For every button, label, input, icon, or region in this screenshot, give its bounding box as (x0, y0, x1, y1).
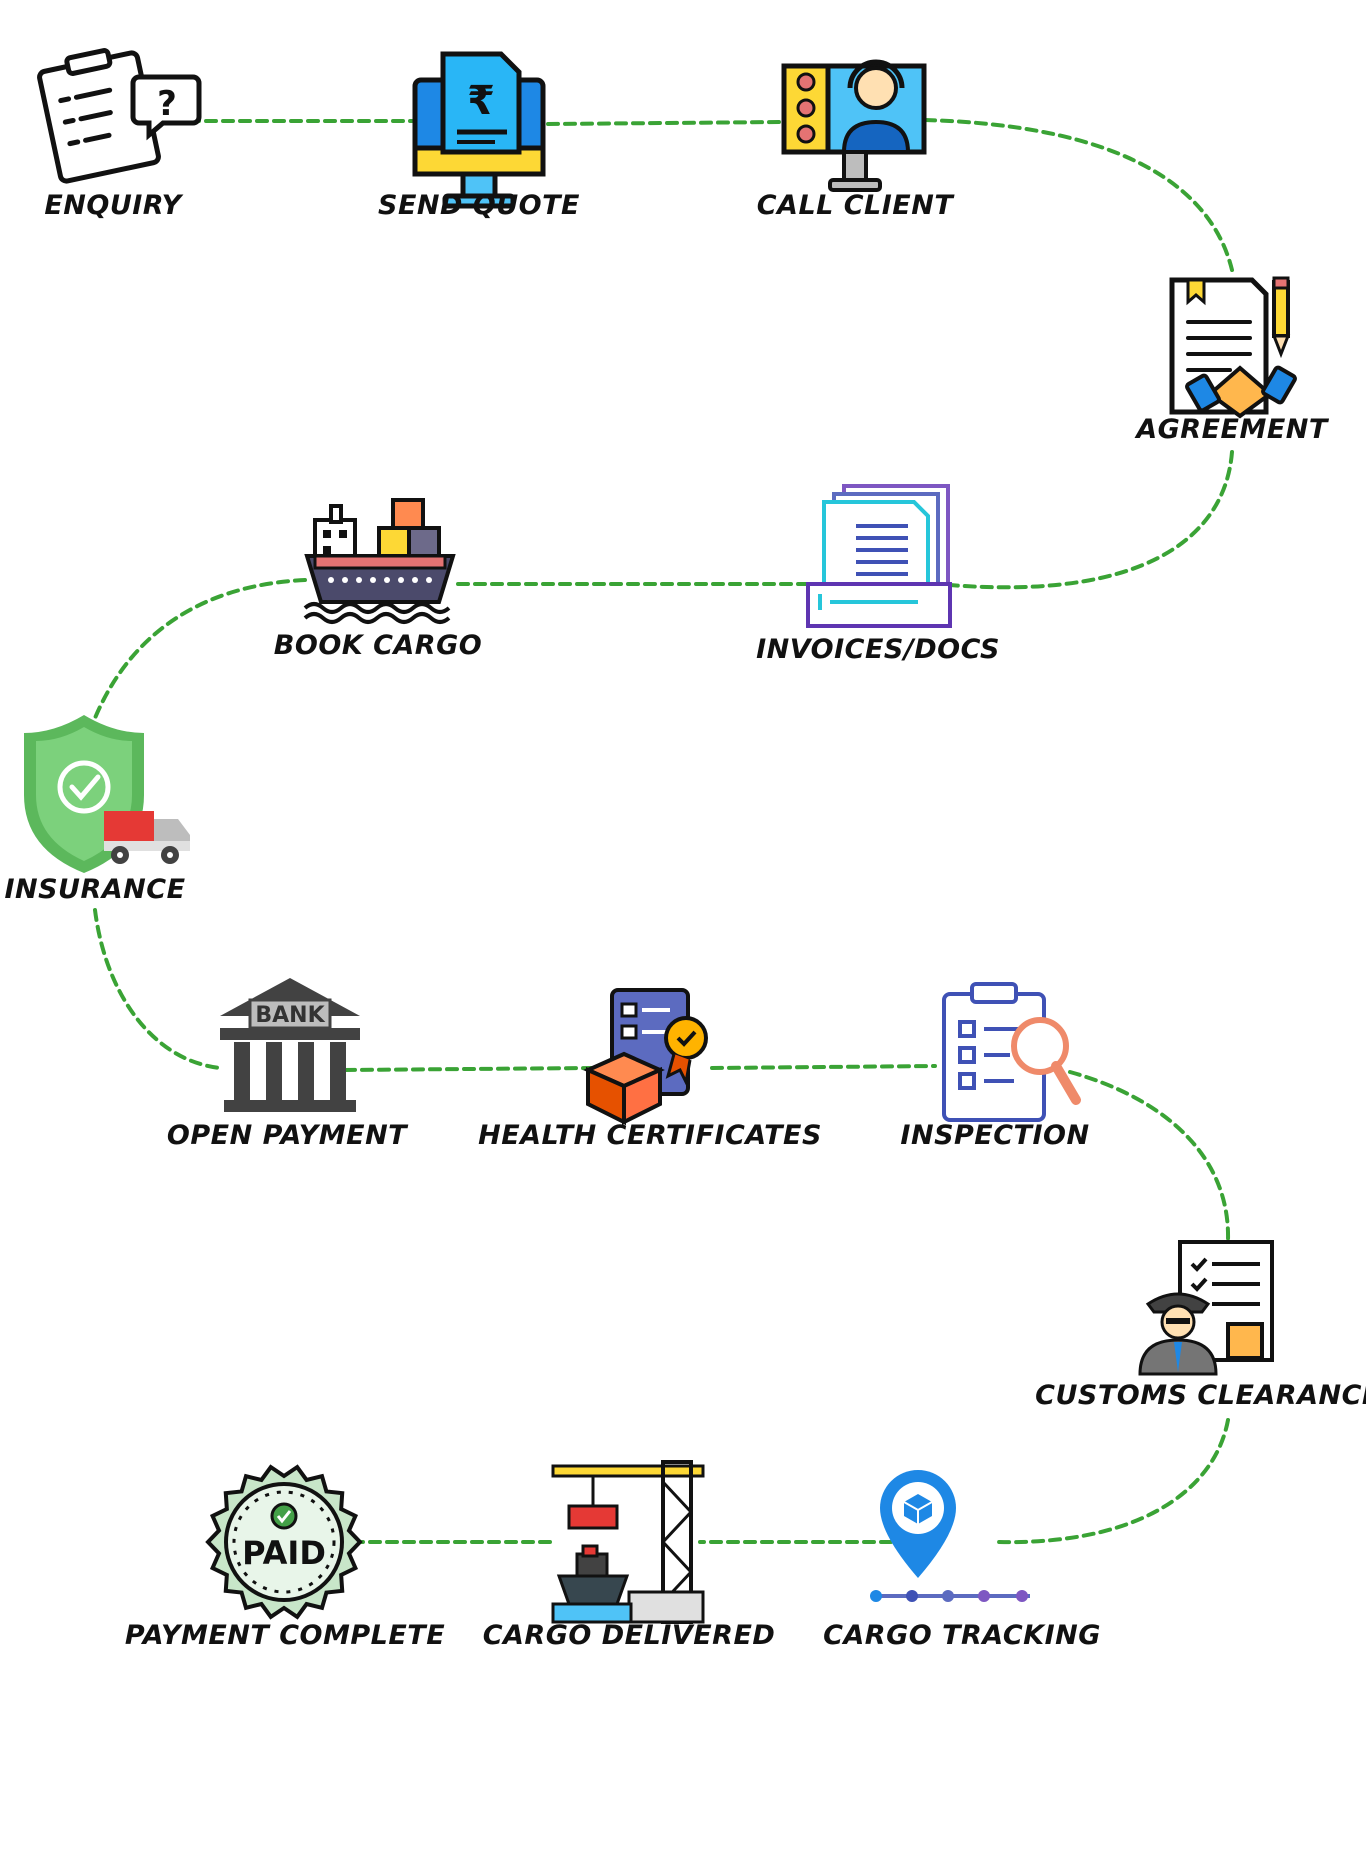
connector-6 (93, 578, 307, 720)
connector-4 (948, 450, 1234, 590)
step-label-cargo-delivered: CARGO DELIVERED (482, 1620, 776, 1651)
svg-text:?: ? (157, 84, 177, 124)
step-label-send-quote: SEND QUOTE (378, 190, 580, 221)
step-label-cargo-tracking: CARGO TRACKING (823, 1620, 1101, 1651)
step-label-call-client: CALL CLIENT (756, 190, 954, 221)
step-label-open-payment: OPEN PAYMENT (166, 1120, 408, 1151)
step-label-book-cargo: BOOK CARGO (273, 630, 483, 661)
connector-2 (546, 120, 784, 126)
location-pin-box-icon (870, 1470, 1030, 1602)
contract-handshake-icon (1169, 276, 1297, 419)
svg-text:₹: ₹ (467, 78, 495, 124)
monitor-rupee-quote-icon: ₹ (412, 51, 546, 209)
step-label-payment-complete: PAYMENT COMPLETE (124, 1620, 446, 1651)
step-label-enquiry: ENQUIRY (44, 190, 182, 221)
connector-11 (996, 1418, 1230, 1545)
video-call-headset-icon (781, 59, 927, 192)
document-stack-icon (806, 484, 952, 628)
connector-10 (1068, 1070, 1231, 1242)
certificate-box-icon (583, 988, 708, 1126)
shield-truck-icon (24, 715, 190, 873)
clipboard-question-icon: ? (37, 48, 202, 184)
bank-icon: BANK (220, 978, 360, 1112)
customs-officer-icon (1138, 1240, 1274, 1376)
step-label-insurance: INSURANCE (4, 874, 186, 905)
connectors (93, 118, 1234, 1545)
port-crane-ship-icon (551, 1460, 705, 1624)
bank-sign-text: BANK (255, 1003, 325, 1028)
step-label-inspection: INSPECTION (900, 1120, 1090, 1151)
connector-7 (93, 908, 222, 1070)
step-label-invoices-docs: INVOICES/DOCS (756, 634, 1000, 665)
paid-badge-icon: PAID (205, 1464, 363, 1620)
connector-3 (923, 118, 1234, 272)
step-label-health-certificates: HEALTH CERTIFICATES (478, 1120, 822, 1151)
step-label-agreement: AGREEMENT (1136, 414, 1328, 445)
paid-badge-text: PAID (242, 1534, 326, 1572)
cargo-ship-icon (303, 498, 456, 624)
checklist-magnifier-icon (942, 982, 1081, 1122)
connector-8 (343, 1066, 594, 1072)
connector-9 (710, 1064, 937, 1070)
step-label-customs-clearance: CUSTOMS CLEARANCE (1035, 1380, 1366, 1411)
